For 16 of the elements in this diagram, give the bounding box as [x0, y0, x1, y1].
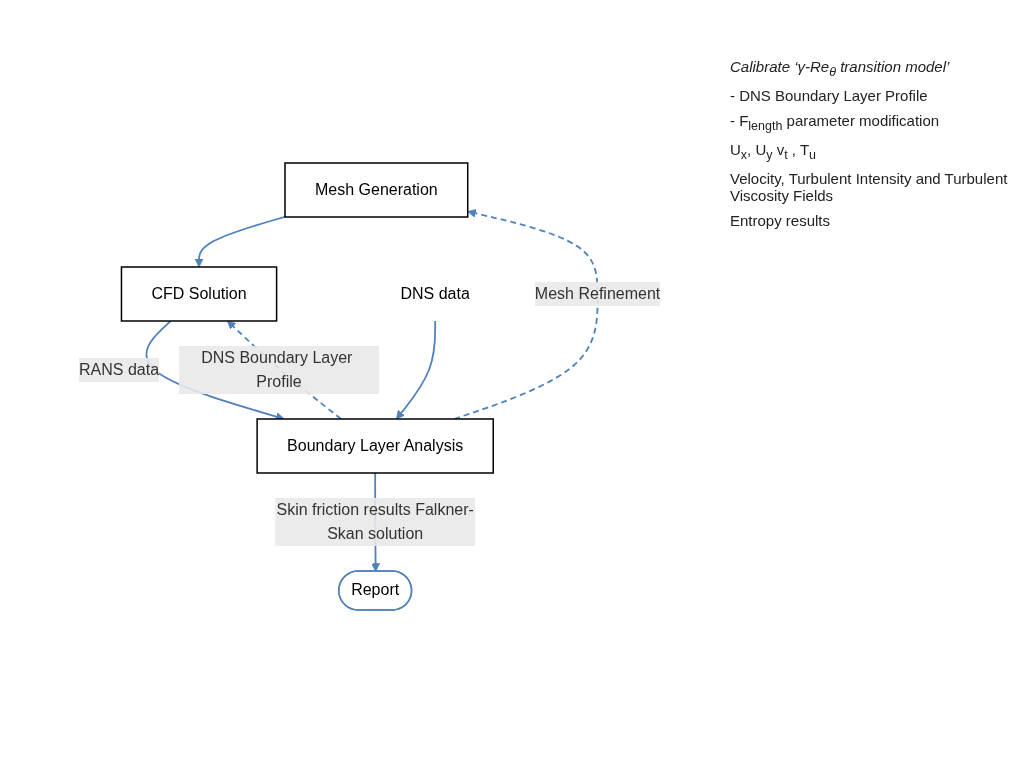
note-text: - DNS Boundary Layer Profile: [730, 87, 929, 104]
edge-label: Mesh Refinement: [535, 285, 661, 302]
arrow: [396, 320, 437, 420]
note-text: U$_{x}$, U$_{y}$ v$_{t}$ , T$_{u}$: [730, 141, 818, 162]
note-text: - F$_{length}$ parameter modification: [730, 112, 941, 133]
node-text: DNS data: [400, 285, 471, 302]
note-text: Entropy results: [730, 212, 832, 229]
arrow: [195, 215, 287, 268]
note-text: Velocity, Turbulent Intensity and Turbulent Viscosity Fields: [730, 170, 1009, 204]
edge-label: DNS Boundary Layer Profile: [201, 348, 353, 390]
edge-label: Skin friction results Falkner-Skan solution: [276, 500, 475, 542]
node-box: Mesh Generation: [284, 162, 469, 218]
edge-label: RANS data: [79, 360, 160, 378]
node-box: CFD Solution: [121, 266, 278, 322]
node-box: Boundary Layer Analysis: [256, 418, 495, 474]
note-text: Calibrate ‘γ-Re$_{θ}$ transition model’: [730, 58, 951, 79]
